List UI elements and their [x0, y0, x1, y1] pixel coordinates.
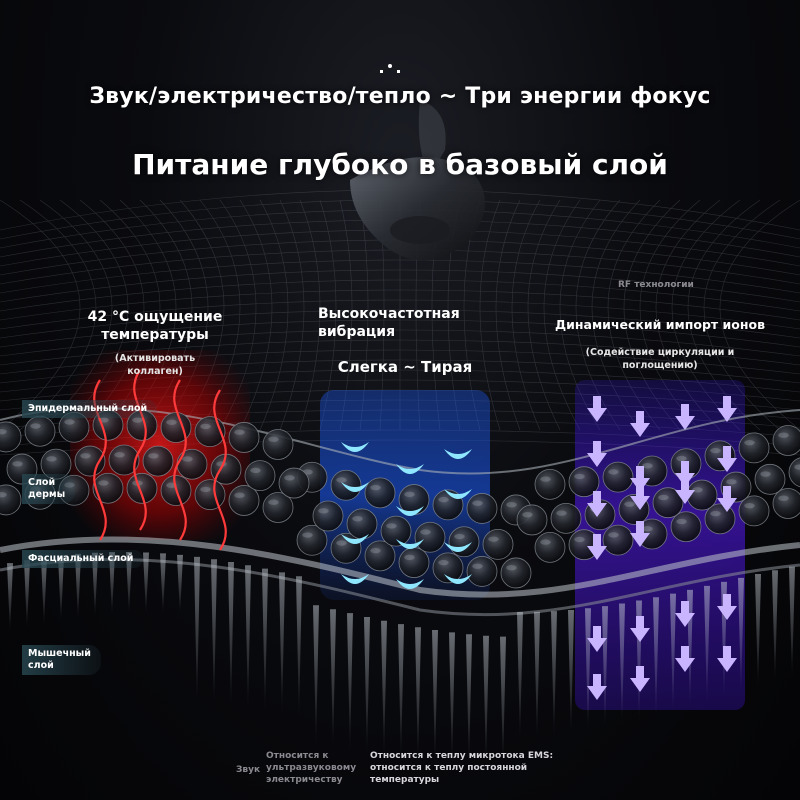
footer-col-1-line-3: электричеству — [266, 775, 343, 785]
footer-col-2-line-1: Относится к теплу микротока EMS: — [370, 751, 554, 761]
footer-sound-label: Звук — [236, 765, 261, 775]
ion-feature: Динамический импорт ионов (Содействие ци… — [545, 316, 775, 372]
device-head — [350, 100, 485, 261]
layer-epidermal-label: Эпидермальный слой — [22, 400, 158, 418]
layer-muscle-label: Мышечный слой — [22, 645, 101, 675]
footer-col-1: Относится к ультразвуковому электричеств… — [266, 750, 356, 786]
ion-sub-2: поглощению) — [622, 360, 698, 371]
footer-col-2-line-3: температуры — [370, 775, 440, 785]
footer-col-2: Относится к теплу микротока EMS: относит… — [370, 750, 553, 786]
vibration-feature: Высокочастотная вибрация — [318, 305, 488, 341]
vibration-mode: Слегка ~ Тирая — [337, 358, 473, 376]
footer-col-2-line-2: относится к теплу постоянной — [370, 763, 528, 773]
headline: Звук/электричество/тепло ~ Три энергии ф… — [89, 84, 711, 109]
heat-sub-1: (Активировать — [114, 353, 196, 364]
ion-sub-1: (Содействие циркуляции и — [585, 347, 735, 358]
vibration-title-1: Высокочастотная — [318, 306, 460, 322]
heat-glow — [70, 350, 250, 540]
layer-muscle-line-1: Мышечный — [28, 648, 91, 659]
layer-dermis-line-1: Слой — [28, 477, 56, 488]
sparkle-icon — [380, 64, 400, 73]
ion-title: Динамический импорт ионов — [555, 317, 765, 332]
footer-col-1-line-2: ультразвуковому — [266, 763, 357, 773]
heat-title-2: температуры — [101, 327, 209, 343]
layer-dermis-line-2: дермы — [28, 489, 66, 500]
layer-dermis-label: Слой дермы — [22, 474, 76, 504]
heat-sub-2: коллаген) — [127, 366, 183, 377]
rf-tech-label: RF технологии — [618, 280, 694, 290]
vibration-title-2: вибрация — [318, 324, 396, 340]
subheadline: Питание глубоко в базовый слой — [132, 148, 668, 181]
heat-feature: 42 °C ощущение температуры (Активировать… — [70, 308, 240, 378]
footer-col-1-line-1: Относится к — [266, 751, 329, 761]
layer-muscle-line-2: слой — [28, 660, 54, 671]
layer-fascial-label: Фасциальный слой — [22, 550, 144, 568]
heat-title-1: 42 °C ощущение — [87, 309, 223, 325]
